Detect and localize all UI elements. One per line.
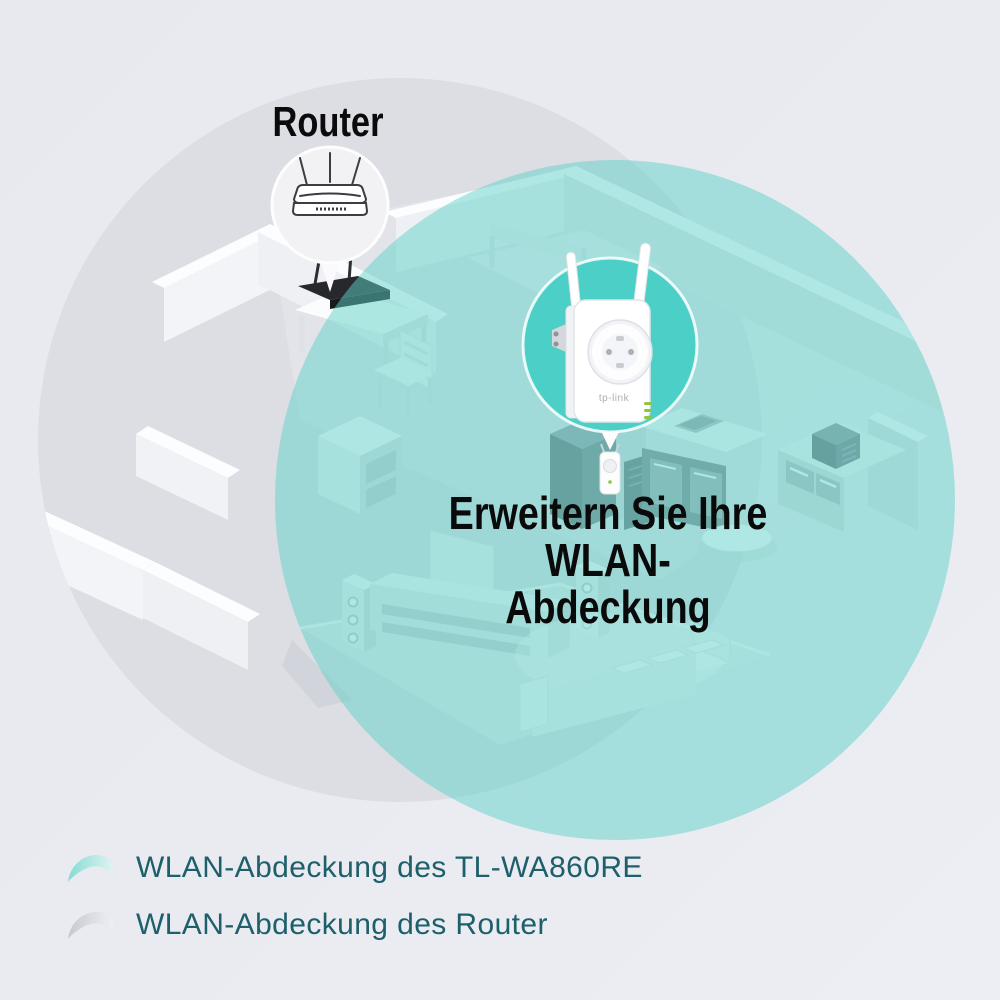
- router-label: Router: [272, 98, 384, 145]
- router-icon: [291, 152, 369, 216]
- coverage-legend: WLAN-Abdeckung des TL-WA860RE WLAN-Abdec…: [66, 848, 643, 945]
- headline-line-2: WLAN-Abdeckung: [505, 533, 711, 633]
- headline: Erweitern Sie Ihre WLAN-Abdeckung: [444, 490, 772, 631]
- extender-coverage-area: [275, 160, 955, 840]
- tp-link-logo: tp-link: [599, 393, 630, 404]
- range-extender-icon: tp-link: [552, 242, 653, 423]
- legend-item-extender: WLAN-Abdeckung des TL-WA860RE: [66, 848, 643, 888]
- legend-label: WLAN-Abdeckung des TL-WA860RE: [136, 851, 643, 884]
- headline-line-1: Erweitern Sie Ihre: [448, 487, 768, 539]
- legend-item-router: WLAN-Abdeckung des Router: [66, 905, 643, 945]
- wall-extender-icon: [599, 443, 621, 495]
- legend-label: WLAN-Abdeckung des Router: [136, 908, 548, 941]
- router-coverage-arc-icon: [68, 911, 114, 939]
- extender-coverage-arc-icon: [68, 854, 114, 882]
- router-callout: [270, 145, 390, 292]
- extender-callout: tp-link: [521, 242, 699, 450]
